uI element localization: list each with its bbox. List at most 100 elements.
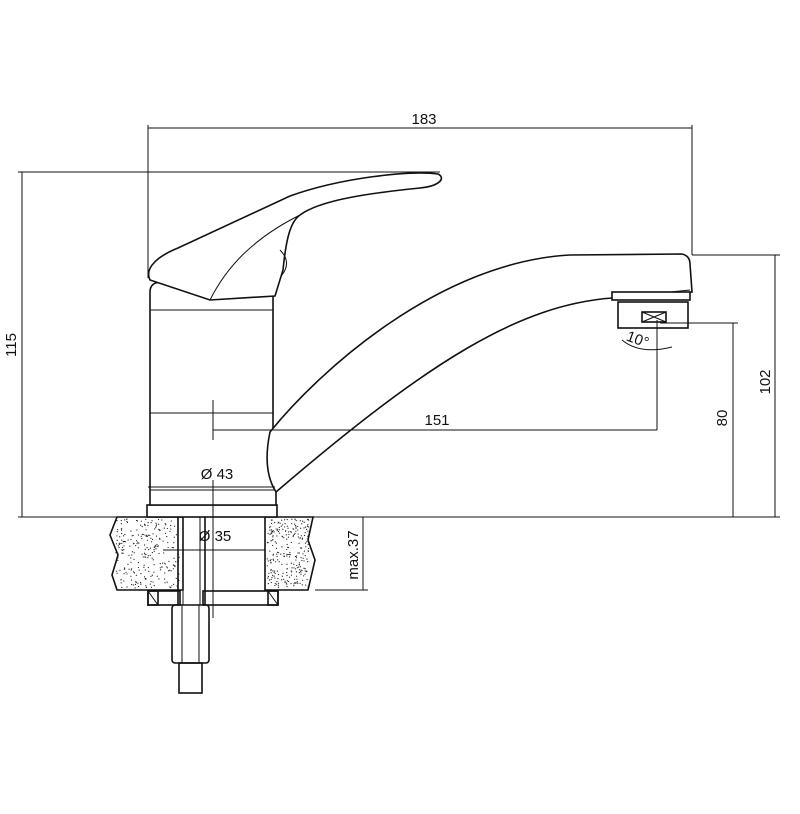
stone-speckle	[286, 571, 288, 574]
stone-speckle	[124, 568, 126, 570]
stone-speckle	[157, 518, 160, 521]
stone-speckle	[152, 559, 154, 561]
stone-speckle	[134, 583, 137, 586]
stone-speckle	[146, 539, 148, 541]
stone-speckle	[304, 542, 307, 544]
stone-speckle	[142, 533, 144, 536]
stone-speckle	[124, 541, 127, 543]
stone-speckle	[139, 582, 142, 584]
stone-speckle	[169, 586, 171, 588]
stone-speckle	[133, 542, 135, 544]
stone-speckle	[290, 582, 292, 585]
stone-speckle	[286, 555, 288, 557]
stone-speckle	[155, 522, 157, 524]
stone-speckle	[286, 580, 288, 582]
stone-speckle	[306, 558, 308, 560]
stone-speckle	[131, 583, 133, 586]
stone-speckle	[299, 566, 302, 568]
stone-speckle	[307, 519, 310, 521]
stone-speckle	[305, 546, 307, 548]
stone-speckle	[122, 552, 124, 554]
stone-speckle	[153, 571, 155, 573]
stone-speckle	[151, 574, 153, 576]
stone-speckle	[285, 582, 287, 584]
stone-speckle	[304, 573, 306, 575]
stone-speckle	[146, 547, 148, 549]
stone-speckle	[167, 541, 169, 544]
stone-speckle	[272, 553, 275, 555]
stone-speckle	[304, 555, 306, 557]
stone-speckle	[298, 562, 300, 564]
stone-speckle	[155, 544, 157, 547]
stone-speckle	[162, 540, 164, 542]
stone-speckle	[145, 518, 147, 520]
stone-speckle	[294, 568, 297, 570]
stone-speckle	[146, 535, 149, 537]
stone-speckle	[175, 577, 177, 579]
stone-speckle	[133, 552, 135, 554]
stone-speckle	[120, 532, 123, 535]
stone-speckle	[283, 519, 286, 521]
stone-speckle	[141, 553, 143, 555]
stone-speckle	[130, 557, 132, 559]
stone-speckle	[145, 534, 148, 536]
stone-speckle	[277, 582, 280, 584]
stone-speckle	[275, 583, 278, 585]
stone-speckle	[284, 523, 286, 525]
stone-speckle	[300, 569, 302, 571]
stone-speckle	[303, 534, 306, 537]
stone-speckle	[138, 542, 140, 544]
stone-speckle	[277, 573, 280, 576]
stone-speckle	[274, 521, 276, 524]
stone-speckle	[295, 555, 298, 557]
stone-speckle	[303, 550, 305, 552]
stone-speckle	[270, 569, 272, 571]
stone-speckle	[151, 538, 154, 540]
stone-speckle	[143, 564, 145, 566]
stone-speckle	[272, 559, 275, 561]
stone-speckle	[276, 528, 279, 530]
stone-speckle	[300, 571, 302, 573]
stone-speckle	[127, 539, 129, 541]
stone-speckle	[118, 542, 120, 544]
stone-speckle	[300, 557, 302, 559]
stone-speckle	[298, 566, 300, 568]
stone-speckle	[150, 580, 152, 583]
stone-speckle	[276, 551, 279, 553]
stone-speckle	[271, 530, 274, 533]
stone-speckle	[307, 538, 309, 540]
stone-speckle	[130, 579, 133, 581]
stone-speckle	[306, 525, 309, 527]
stone-speckle	[156, 575, 158, 577]
stone-speckle	[294, 578, 296, 580]
stone-speckle	[135, 519, 138, 522]
stone-speckle	[275, 528, 277, 530]
stone-speckle	[170, 524, 172, 527]
stone-speckle	[116, 572, 118, 574]
stone-speckle	[305, 528, 308, 531]
stone-speckle	[158, 523, 160, 525]
stone-speckle	[163, 578, 166, 580]
stone-speckle	[159, 538, 161, 541]
stone-speckle	[303, 560, 305, 562]
stone-speckle	[124, 519, 126, 521]
stone-speckle	[278, 561, 280, 563]
stone-speckle	[306, 541, 308, 543]
lever-handle	[147, 172, 443, 301]
stone-speckle	[273, 531, 275, 533]
stone-speckle	[128, 554, 130, 557]
stone-speckle	[268, 579, 271, 581]
stone-speckle	[120, 523, 122, 525]
stone-speckle	[145, 535, 147, 537]
stone-speckle	[144, 556, 146, 558]
stone-speckle	[143, 566, 145, 568]
stone-speckle	[281, 575, 283, 577]
stone-speckle	[274, 584, 276, 587]
stone-speckle	[123, 567, 126, 569]
stone-speckle	[274, 570, 276, 572]
stone-speckle	[274, 572, 276, 575]
stone-speckle	[294, 524, 297, 527]
stone-speckle	[168, 570, 170, 572]
stone-speckle	[275, 547, 278, 549]
